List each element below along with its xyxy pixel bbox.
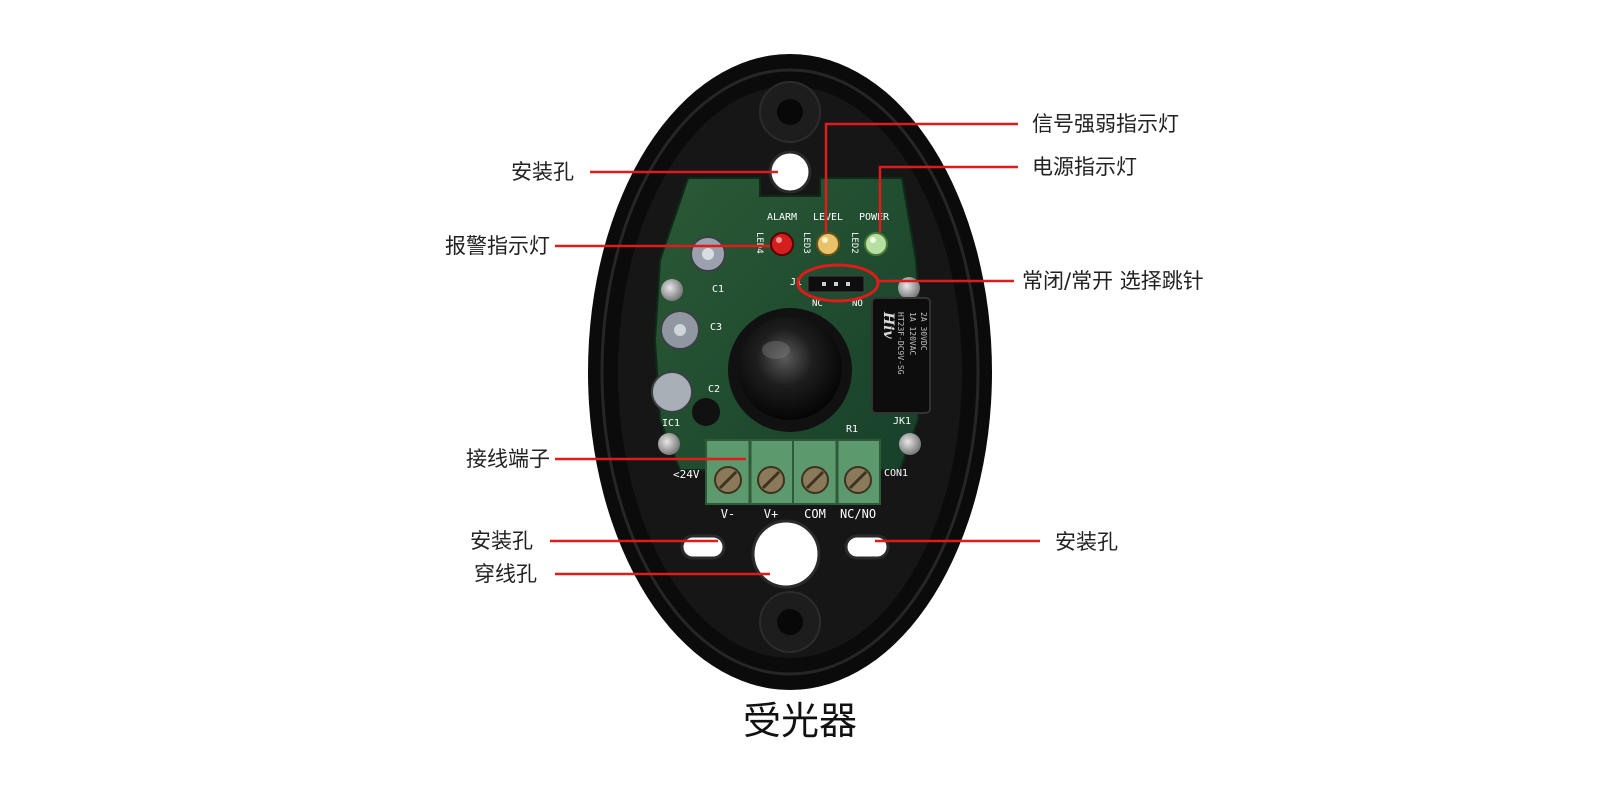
relay-model: HT23F-DC9V-SG <box>896 312 905 375</box>
bottom-boss-hole <box>777 609 803 635</box>
jumper-no: NO <box>852 299 863 309</box>
pcb-screws <box>658 277 921 455</box>
terminal-screws <box>714 466 872 494</box>
callout-signal-led: 信号强弱指示灯 <box>1032 112 1179 136</box>
part-con1: CON1 <box>884 468 908 479</box>
part-j1: J1 <box>790 277 802 288</box>
relay-rating-ac: 1A 120VAC <box>908 312 917 356</box>
led2-id: LED2 <box>849 232 859 254</box>
part-jk1: JK1 <box>893 416 911 427</box>
callout-jumper: 常闭/常开 选择跳针 <box>1022 269 1204 293</box>
diagram-caption: 受光器 <box>742 699 857 743</box>
part-c3: C3 <box>710 322 722 333</box>
led3-id: LED3 <box>801 232 811 254</box>
relay-brand: Hiv <box>880 311 896 340</box>
mount-hole-left <box>680 534 726 560</box>
top-boss-hole <box>777 99 803 125</box>
mount-hole-right <box>844 534 890 560</box>
relay-markings: Hiv HT23F-DC9V-SG 1A 120VAC 2A 30VDC <box>880 311 928 375</box>
terminal-v-plus: V+ <box>764 507 778 521</box>
voltage-label: <24V <box>673 468 700 481</box>
part-c1: C1 <box>712 284 724 295</box>
jumper-pins <box>822 282 850 286</box>
jumper-highlight <box>796 263 880 303</box>
part-ic1: IC1 <box>662 418 680 429</box>
callout-terminal: 接线端子 <box>466 447 550 471</box>
part-c2: C2 <box>708 384 720 395</box>
leader-lines <box>550 122 1040 576</box>
jumper-nc: NC <box>812 299 823 309</box>
callout-mount-hole-top: 安装孔 <box>511 160 574 184</box>
sensor-lens <box>738 316 842 420</box>
led4-id: LED4 <box>754 232 764 254</box>
callout-alarm-led: 报警指示灯 <box>445 234 550 258</box>
relay <box>871 297 931 414</box>
callout-wire-hole: 穿线孔 <box>474 562 537 586</box>
relay-rating-dc: 2A 30VDC <box>919 312 928 351</box>
alarm-led <box>770 232 794 256</box>
callout-mount-hole-left: 安装孔 <box>470 529 533 553</box>
capacitors <box>651 236 726 426</box>
wire-hole <box>751 519 821 589</box>
power-label: POWER <box>859 212 890 223</box>
housing-rim <box>600 68 980 676</box>
terminal-com: COM <box>804 507 826 521</box>
power-led <box>864 232 888 256</box>
terminal-v-minus: V- <box>721 507 735 521</box>
terminal-nc-no: NC/NO <box>840 507 876 521</box>
leds <box>770 232 888 256</box>
alarm-label: ALARM <box>767 212 797 223</box>
callout-mount-hole-right: 安装孔 <box>1055 530 1118 554</box>
callout-power-led: 电源指示灯 <box>1032 155 1137 179</box>
level-led <box>816 232 840 256</box>
level-label: LEVEL <box>813 212 843 223</box>
sensor-lens-gloss <box>762 341 790 359</box>
part-r1: R1 <box>846 424 858 435</box>
